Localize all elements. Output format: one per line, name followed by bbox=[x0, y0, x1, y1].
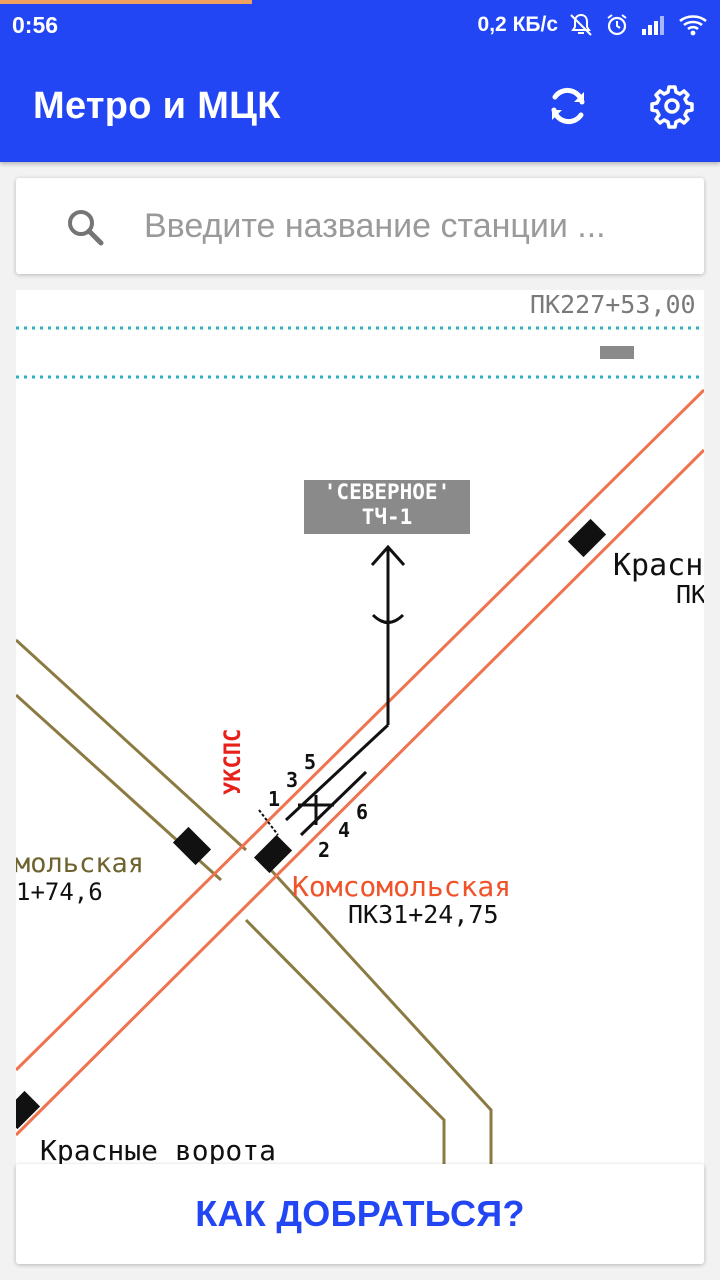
station-main-name: Комсомольская bbox=[292, 870, 512, 903]
depot-label: 'СЕВЕРНОЕ' ТЧ-1 bbox=[304, 480, 470, 534]
depot-code: ТЧ-1 bbox=[361, 505, 413, 529]
red-track-lower bbox=[16, 448, 704, 1137]
refresh-button[interactable] bbox=[540, 80, 596, 136]
settings-icon bbox=[649, 83, 695, 134]
search-icon bbox=[66, 208, 106, 253]
switch-number-2: 2 bbox=[318, 838, 331, 862]
alarm-icon bbox=[604, 12, 630, 38]
search-bar bbox=[16, 178, 704, 274]
switch-number-3: 3 bbox=[286, 768, 299, 792]
mute-icon bbox=[568, 12, 594, 38]
signal-icon bbox=[640, 13, 668, 37]
station-left-pk: 1+74,6 bbox=[16, 878, 103, 906]
ukps-label: УКСПС bbox=[221, 728, 246, 795]
red-track-upper bbox=[16, 388, 704, 1072]
network-speed: 0,2 КБ/с bbox=[477, 13, 558, 36]
track-scheme bbox=[16, 326, 704, 1170]
status-time: 0:56 bbox=[12, 12, 59, 38]
refresh-icon bbox=[544, 82, 592, 135]
brown-track-4 bbox=[244, 918, 446, 1170]
station-marker-left bbox=[172, 826, 212, 866]
switch-number-4: 4 bbox=[338, 818, 351, 842]
station-marker-main bbox=[253, 834, 293, 874]
app-title: Метро и МЦК bbox=[33, 85, 281, 127]
settings-button[interactable] bbox=[644, 80, 700, 136]
metro-track-map[interactable]: ПК227+53,00 'СЕВЕРНОЕ' ТЧ-1 Красн ПК УКС… bbox=[16, 290, 704, 1170]
station-marker-right bbox=[567, 518, 607, 558]
station-left-name: мольская bbox=[16, 848, 145, 879]
status-right-group: 0,2 КБ/с bbox=[478, 12, 708, 38]
station-main-pk: ПК31+24,75 bbox=[348, 900, 499, 929]
brown-track-1 bbox=[16, 638, 248, 852]
switch-number-6: 6 bbox=[356, 800, 369, 824]
depot-arrow-mark bbox=[371, 613, 405, 624]
switch-number-5: 5 bbox=[304, 750, 317, 774]
station-marker-bottom bbox=[16, 1090, 41, 1130]
gray-marker bbox=[600, 346, 634, 359]
wifi-icon bbox=[678, 13, 708, 37]
station-right-name: Красн bbox=[613, 548, 704, 583]
switch-number-1: 1 bbox=[268, 787, 281, 811]
ukps-pointer bbox=[258, 809, 279, 836]
download-progress bbox=[0, 0, 252, 4]
station-search-input[interactable] bbox=[144, 200, 689, 252]
how-to-get-label: КАК ДОБРАТЬСЯ? bbox=[195, 1193, 525, 1234]
top-pk-label: ПК227+53,00 bbox=[530, 290, 696, 319]
depot-arrow-head bbox=[370, 544, 406, 566]
app-bar: Метро и МЦК bbox=[0, 52, 720, 162]
station-right-pk: ПК bbox=[676, 580, 704, 609]
status-bar: 0:56 0,2 КБ/с bbox=[0, 0, 720, 52]
station-bottom-name: Красные ворота bbox=[40, 1134, 277, 1167]
depot-name: 'СЕВЕРНОЕ' bbox=[323, 480, 451, 504]
brown-track-3 bbox=[269, 868, 493, 1170]
how-to-get-button[interactable]: КАК ДОБРАТЬСЯ? bbox=[16, 1164, 704, 1264]
